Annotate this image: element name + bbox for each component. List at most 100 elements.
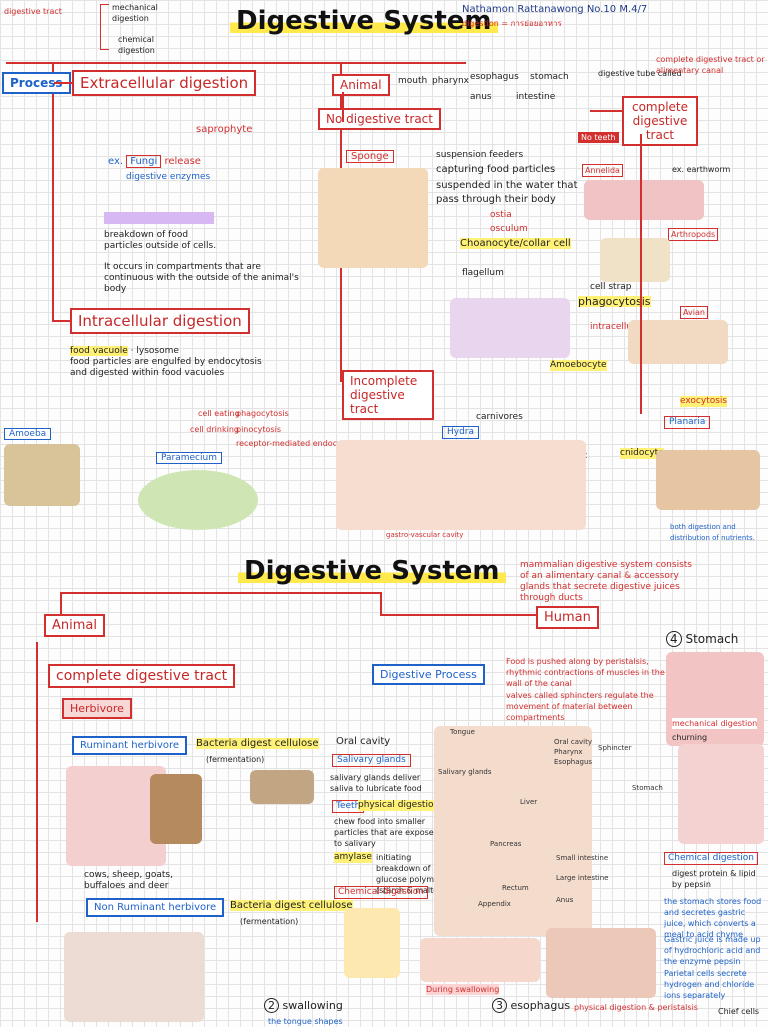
physical-peristalsis-note: physical digestion & peristalsis (574, 1003, 698, 1012)
amoebocyte-label: Amoebocyte (550, 360, 607, 371)
no-digestive-tract-box[interactable]: No digestive tract (318, 108, 441, 130)
chemical-digestion-note: chemical digestion (118, 35, 155, 55)
annelida-label: Annelida (582, 164, 623, 177)
physical-digestion-label: physical digestion (358, 800, 440, 811)
stomach-label: stomach (530, 72, 569, 82)
complete-digestive-tract-box[interactable]: complete digestive tract (622, 96, 698, 146)
chew-note: chew food into smaller particles that ar… (334, 817, 439, 848)
ruminant-examples: cows, sheep, goats, buffaloes and deer (84, 870, 173, 891)
earthworm-diagram (584, 180, 704, 220)
valves-note: valves called sphincters regulate the mo… (506, 691, 654, 722)
anus-label: anus (470, 92, 492, 102)
branch-line (380, 592, 382, 614)
digestive-tract-note: digestive tract (4, 7, 62, 16)
phagocytosis-label: phagocytosis (578, 295, 651, 308)
animal-label-2[interactable]: Animal (44, 614, 105, 637)
connector (342, 92, 344, 122)
mammalian-note: mammalian digestive system consists of a… (520, 560, 692, 603)
cell-strap-note: cell strap (590, 282, 632, 292)
tongue-shapes-note: the tongue shapes (268, 1017, 343, 1026)
author-label: Nathamon Rattanawong No.10 M.4/7 (462, 4, 648, 15)
incomplete-digestive-tract-box[interactable]: Incomplete digestive tract (342, 370, 434, 420)
non-ruminant-label[interactable]: Non Ruminant herbivore (86, 898, 225, 917)
suspension-note: suspension feeders (436, 150, 524, 160)
churning-label: churning (672, 733, 708, 742)
bird-digestive-diagram (628, 320, 728, 364)
osculum-note: osculum (490, 224, 528, 234)
digestive-tube-note: digestive tube called (598, 69, 682, 78)
pinocytosis-note: pinocytosis (236, 425, 281, 434)
branch-line (36, 642, 38, 922)
earthworm-note: ex. earthworm (672, 165, 731, 174)
intracellular-digestion-box[interactable]: Intracellular digestion (70, 308, 250, 334)
bacteria-cellulose-1: Bacteria digest cellulose (196, 738, 319, 749)
saprophyte-note: saprophyte (196, 124, 253, 135)
swallowing-title: 2 swallowing (264, 998, 343, 1013)
ruminant-label[interactable]: Ruminant herbivore (72, 736, 188, 755)
receptor-note: receptor-mediated endocytosis (236, 439, 361, 448)
exocytosis-label: exocytosis (680, 396, 728, 407)
bacteria-cellulose-2: Bacteria digest cellulose (230, 900, 353, 911)
flagellum-note: flagellum (462, 268, 504, 278)
branch-line (6, 62, 466, 64)
diagram-label-tongue: Tongue (450, 728, 475, 736)
human-digestive-diagram (434, 726, 592, 936)
planaria-label: Planaria (664, 416, 711, 429)
amylase-note: initiating breakdown of glucose polymers… (376, 853, 451, 895)
complete-tract-box-2[interactable]: complete digestive tract (48, 664, 236, 688)
diagram-label-appendix: Appendix (478, 900, 511, 908)
hydra-diagram (336, 440, 586, 530)
branch-line (60, 592, 62, 622)
diagram-label-stomach: Stomach (632, 784, 663, 792)
carnivores-note: carnivores (476, 412, 523, 422)
arthropod-diagram (600, 238, 670, 282)
herbivore-label[interactable]: Herbivore (62, 698, 132, 719)
choanocyte-diagram (450, 298, 570, 358)
diagram-label-salivary: Salivary glands (438, 768, 492, 776)
digestion-bracket (100, 4, 109, 50)
oral-cavity-label: Oral cavity (336, 736, 391, 747)
mouth-label: mouth (398, 76, 428, 86)
intracellular-small-note: intracellular (590, 322, 644, 332)
branch-line (60, 592, 380, 594)
page2-title: Digestive System (238, 556, 506, 586)
compartments-note: It occurs in compartments that are conti… (104, 262, 299, 294)
stomach-diagram (666, 652, 764, 746)
chem-digestion-2: Chemical digestion (664, 852, 759, 865)
digestive-process-label[interactable]: Digestive Process (372, 664, 485, 685)
human-label[interactable]: Human (536, 606, 599, 629)
diagram-label-oral-cavity: Oral cavity (554, 738, 592, 746)
animal-photos (250, 770, 314, 804)
cell-eating-note: cell eating (198, 409, 240, 418)
diagram-label-rectum: Rectum (502, 884, 529, 892)
process-label[interactable]: Process (2, 72, 71, 94)
amylase-label: amylase (334, 852, 372, 863)
cnidocyte-label: cnidocyte (620, 448, 664, 459)
during-swallowing-label: During swallowing (426, 984, 500, 995)
diagram-label-sphincter: Sphincter (598, 744, 632, 752)
enzymes-note: digestive enzymes (126, 172, 211, 182)
pharynx-label: pharynx (432, 76, 469, 86)
stomach-wall-diagram (678, 744, 764, 844)
complete-hint-note: complete digestive tract or alimentary c… (656, 55, 765, 75)
hydra-label: Hydra (442, 426, 480, 439)
amoeba-label[interactable]: Amoeba (4, 428, 52, 440)
chyme-note: the stomach stores food and secretes gas… (664, 897, 762, 939)
arthropods-label: Arthropods (668, 228, 719, 241)
sponge-diagram (318, 168, 428, 268)
capturing-note: capturing food particles (436, 164, 556, 175)
planaria-diagram (656, 450, 760, 510)
branch-line (52, 62, 54, 322)
teeth-diagram (344, 908, 400, 978)
paramecium-label[interactable]: Paramecium (156, 452, 222, 464)
pepsin-note: digest protein & lipid by pepsin (672, 869, 756, 889)
diagram-label-liver: Liver (520, 798, 538, 806)
pass-note: pass through their body (436, 194, 556, 205)
diagram-label-esophagus: Esophagus (554, 758, 593, 766)
phagocytosis-note: phagocytosis (236, 409, 289, 418)
fermentation-2: (fermentation) (240, 917, 299, 926)
animal-label[interactable]: Animal (332, 74, 390, 96)
extracellular-digestion-box[interactable]: Extracellular digestion (72, 70, 257, 96)
chemical-digestion-label: Chemical digestion (334, 886, 429, 899)
salivary-label: Salivary glands (332, 754, 411, 767)
